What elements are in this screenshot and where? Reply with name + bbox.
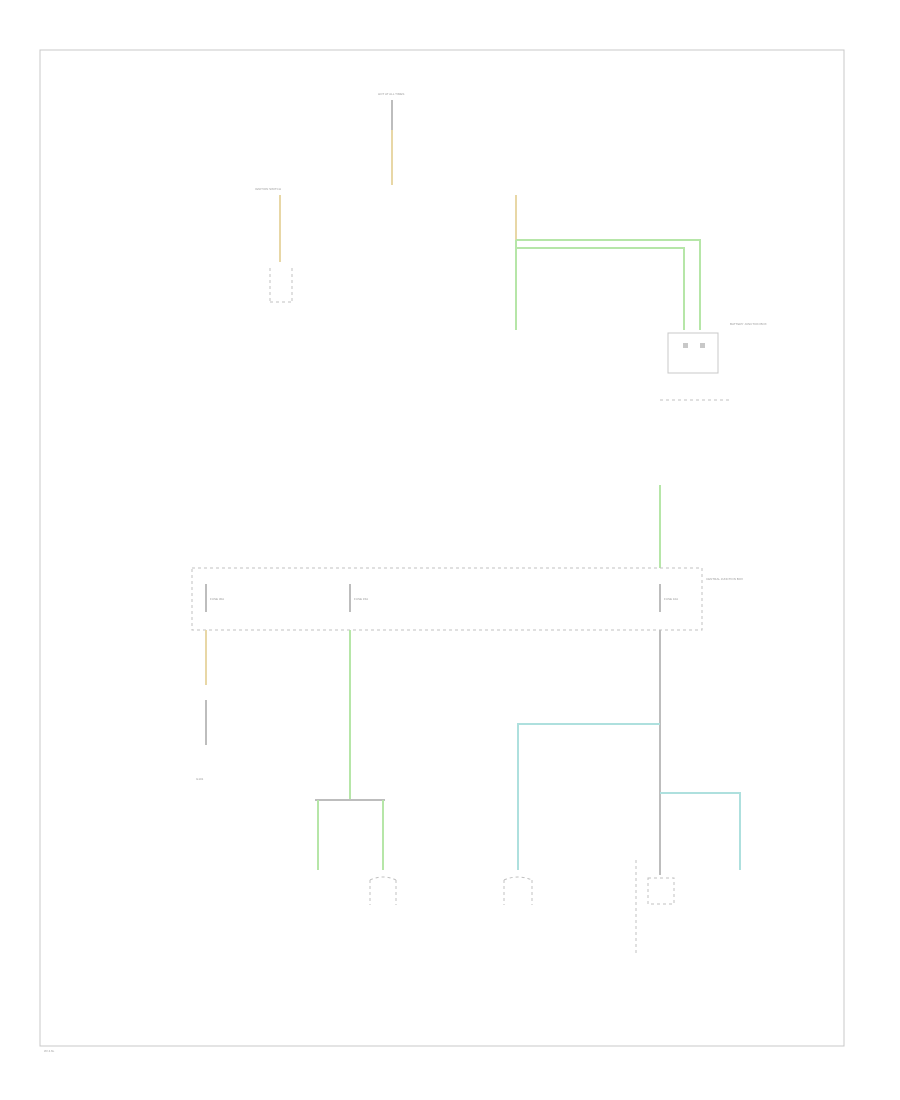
- connector-bottom-center-left: [369, 876, 397, 905]
- connector-battery-junction: [635, 860, 675, 955]
- central-junction-box: [191, 567, 703, 631]
- left-switch: [269, 195, 293, 303]
- diagram-frame: [39, 49, 845, 1047]
- label-fuse-30a: FUSE 30A: [210, 597, 224, 601]
- lower-center-left-branch: [315, 630, 385, 870]
- label-battery-junction: BATTERY JUNCTION BOX: [730, 322, 767, 326]
- label-central-junction: CENTRAL JUNCTION BOX: [706, 577, 743, 581]
- label-fuse-10a: FUSE 10A: [664, 597, 678, 601]
- lower-right-trunk: [517, 630, 741, 875]
- label-hot: HOT AT ALL TIMES: [378, 92, 404, 96]
- label-ground: G101: [196, 777, 204, 781]
- label-ignition: IGNITION SWITCH: [255, 187, 281, 191]
- label-footnote: W/ 4.6L: [44, 1049, 55, 1053]
- connector-bottom-center: [503, 876, 533, 905]
- label-fuse-15a: FUSE 15A: [354, 597, 368, 601]
- relay-box: [660, 332, 732, 401]
- top-right-branch: [515, 195, 701, 330]
